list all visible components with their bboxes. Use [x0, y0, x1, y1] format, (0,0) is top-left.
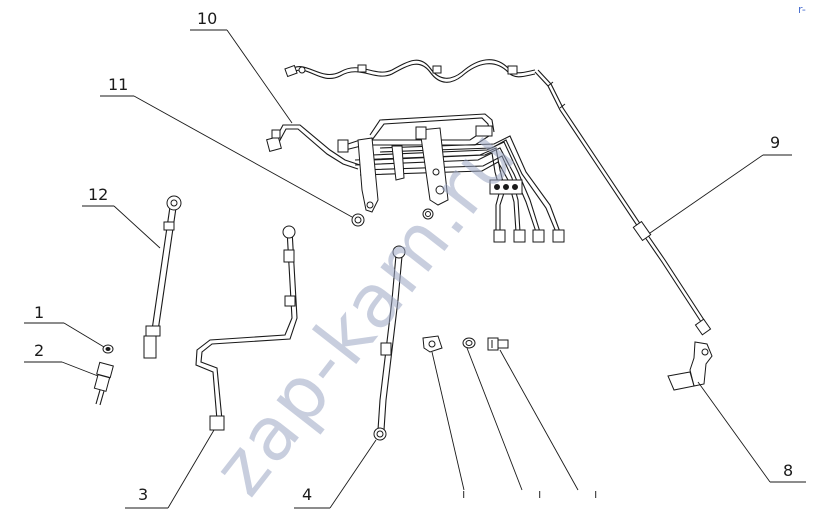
injection-pipe-manifold — [266, 113, 565, 243]
part-2-connector — [93, 361, 114, 406]
part-10-return-pipe — [284, 59, 536, 83]
part-9-long-pipe — [534, 69, 712, 336]
callout-2: 2 — [34, 341, 44, 360]
part-3-bent-pipe — [195, 225, 298, 431]
part-11-washer — [351, 208, 434, 227]
callout-9: 9 — [770, 133, 780, 152]
part-6-ring — [462, 337, 476, 349]
part-5-clip — [422, 335, 443, 353]
part-7-bolt — [487, 337, 509, 351]
part-12-hose — [143, 195, 182, 359]
callout-1: 1 — [34, 303, 44, 322]
part-8-bracket — [667, 341, 713, 391]
callout-8: 8 — [783, 461, 793, 480]
callout-12: 12 — [88, 185, 108, 204]
callout-11: 11 — [108, 75, 128, 94]
callout-6-cut: ı — [538, 487, 541, 501]
callout-5-cut: ı — [462, 487, 465, 501]
callout-3: 3 — [138, 485, 148, 504]
callout-10: 10 — [197, 9, 217, 28]
part-1-washer — [102, 344, 114, 354]
callout-7-cut: ı — [594, 487, 597, 501]
callout-4: 4 — [302, 485, 312, 504]
part-4-hose — [373, 245, 406, 441]
corner-mark: r- — [798, 3, 806, 16]
